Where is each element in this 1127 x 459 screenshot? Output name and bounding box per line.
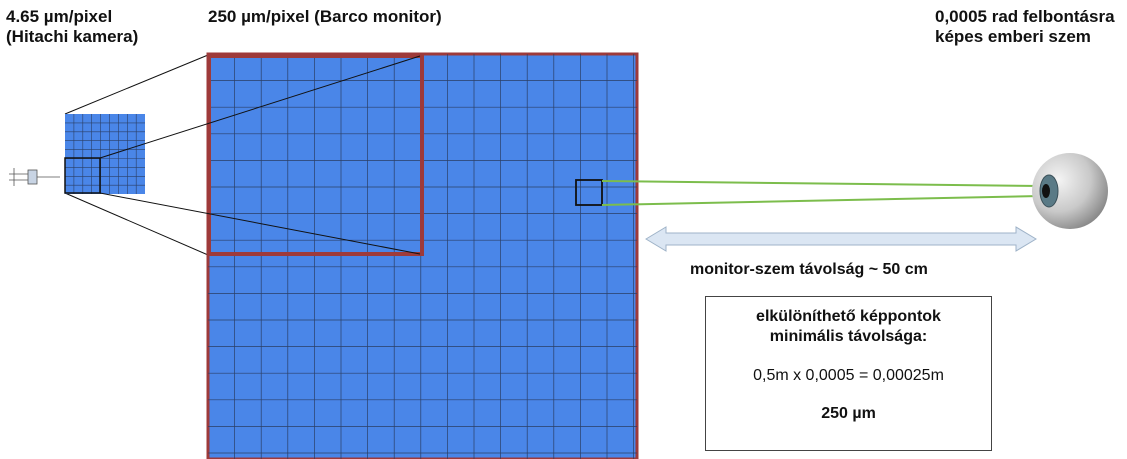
sight-lines	[601, 180, 1041, 206]
eye-icon	[1032, 153, 1108, 229]
camera-pixel-grid	[64, 114, 145, 194]
info-box-title-line1: elkülöníthető képpontok	[756, 308, 941, 325]
info-box-title: elkülöníthető képpontok minimális távols…	[706, 307, 991, 347]
distance-label: monitor-szem távolság ~ 50 cm	[690, 261, 928, 278]
info-box-result: 250 µm	[821, 405, 876, 422]
zoom-lines-inset	[99, 55, 421, 255]
camera-resolution-line1: 4.65 µm/pixel	[6, 7, 113, 26]
info-box-formula: 0,5m x 0,0005 = 0,00025m	[753, 367, 944, 384]
monitor-zoom-inset	[207, 54, 424, 256]
info-box-title-line2: minimális távolsága:	[769, 328, 928, 345]
info-box: elkülöníthető képpontok minimális távols…	[705, 296, 992, 451]
eye-resolution-line1: 0,0005 rad felbontásra	[935, 7, 1115, 26]
distance-arrow	[645, 226, 1037, 252]
monitor-pixel-highlight	[575, 179, 603, 206]
camera-resolution-line2: (Hitachi kamera)	[6, 27, 139, 46]
eye-resolution-line2: képes emberi szem	[935, 27, 1091, 46]
eye-resolution-label: 0,0005 rad felbontásra képes emberi szem	[935, 7, 1115, 47]
camera-highlight-box	[64, 157, 101, 194]
camera-resolution-label: 4.65 µm/pixel (Hitachi kamera)	[6, 7, 138, 47]
monitor-resolution-label: 250 µm/pixel (Barco monitor)	[208, 7, 442, 26]
zoom-lines-camera	[64, 54, 209, 256]
camera-icon	[9, 168, 60, 186]
